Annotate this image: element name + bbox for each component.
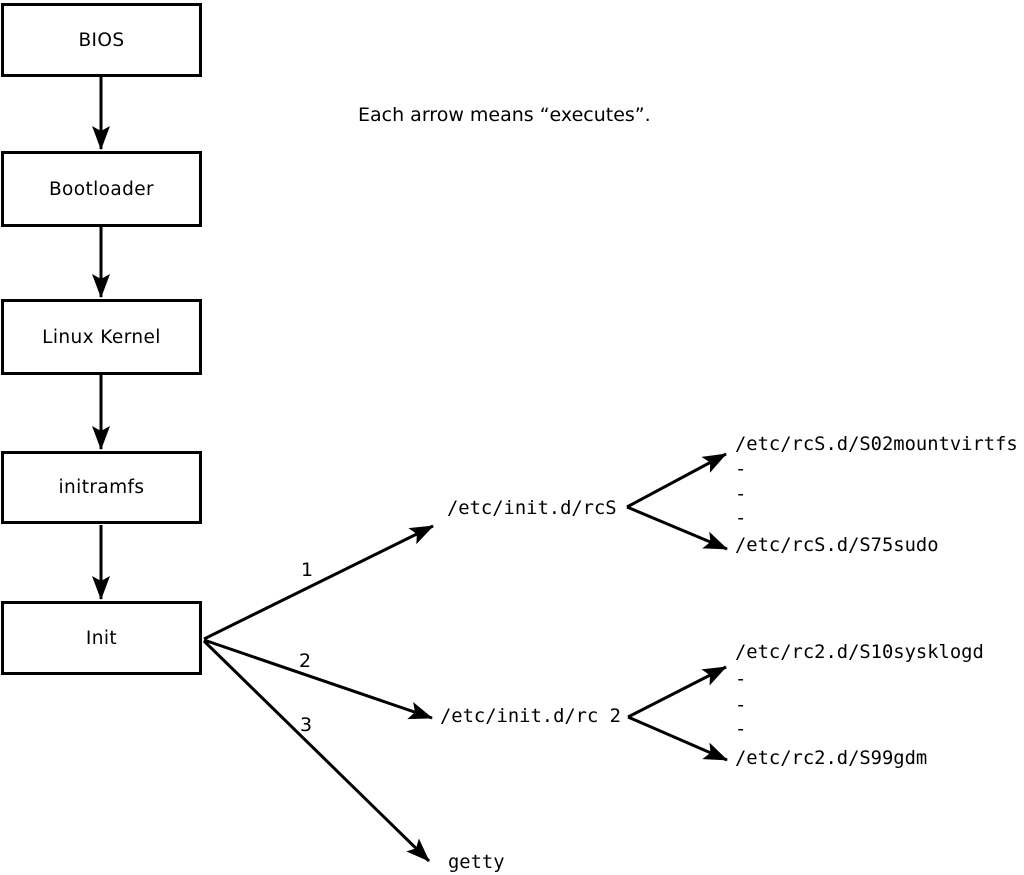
rc2-child-s99gdm: /etc/rc2.d/S99gdm — [735, 748, 928, 769]
node-bios-label: BIOS — [78, 29, 125, 51]
node-bios: BIOS — [1, 3, 202, 77]
node-bootloader-label: Bootloader — [48, 178, 155, 200]
node-initramfs: initramfs — [1, 451, 202, 524]
branch-target-rcs: /etc/init.d/rcS — [447, 498, 617, 519]
arrow-rcs-to-s75 — [626, 505, 728, 551]
node-initramfs-label: initramfs — [58, 477, 145, 498]
branch-target-rc2: /etc/init.d/rc 2 — [440, 706, 621, 727]
node-linux-kernel: Linux Kernel — [1, 299, 202, 375]
rcs-child-s02mountvirtfs: /etc/rcS.d/S02mountvirtfs — [735, 434, 1018, 455]
rcs-child-ellipsis-2: - — [735, 484, 747, 505]
node-bootloader: Bootloader — [1, 151, 202, 227]
rcs-child-ellipsis-3: - — [735, 508, 747, 529]
arrow-init-to-rcs — [203, 524, 434, 641]
arrow-rcs-to-s02 — [626, 452, 727, 509]
rcs-child-ellipsis-1: - — [735, 459, 747, 480]
node-linux-kernel-label: Linux Kernel — [42, 326, 161, 348]
rc2-child-ellipsis-1: - — [735, 669, 747, 690]
rc2-child-s10sysklogd: /etc/rc2.d/S10sysklogd — [735, 642, 984, 663]
rc2-child-ellipsis-2: - — [735, 695, 747, 716]
legend-note: Each arrow means “executes”. — [358, 104, 651, 126]
arrow-rc2-to-s99 — [627, 715, 728, 762]
node-init-label: Init — [85, 627, 118, 649]
node-init: Init — [1, 601, 202, 675]
arrow-rc2-to-s10 — [627, 665, 727, 719]
arrow-init-to-rc2 — [203, 638, 433, 720]
branch-2-number: 2 — [298, 650, 312, 672]
branch-target-getty: getty — [448, 852, 505, 873]
rcs-child-s75sudo: /etc/rcS.d/S75sudo — [735, 535, 939, 556]
rc2-child-ellipsis-3: - — [735, 719, 747, 740]
arrow-init-to-getty — [202, 639, 431, 863]
branch-3-number: 3 — [299, 714, 313, 736]
branch-1-number: 1 — [300, 559, 314, 581]
